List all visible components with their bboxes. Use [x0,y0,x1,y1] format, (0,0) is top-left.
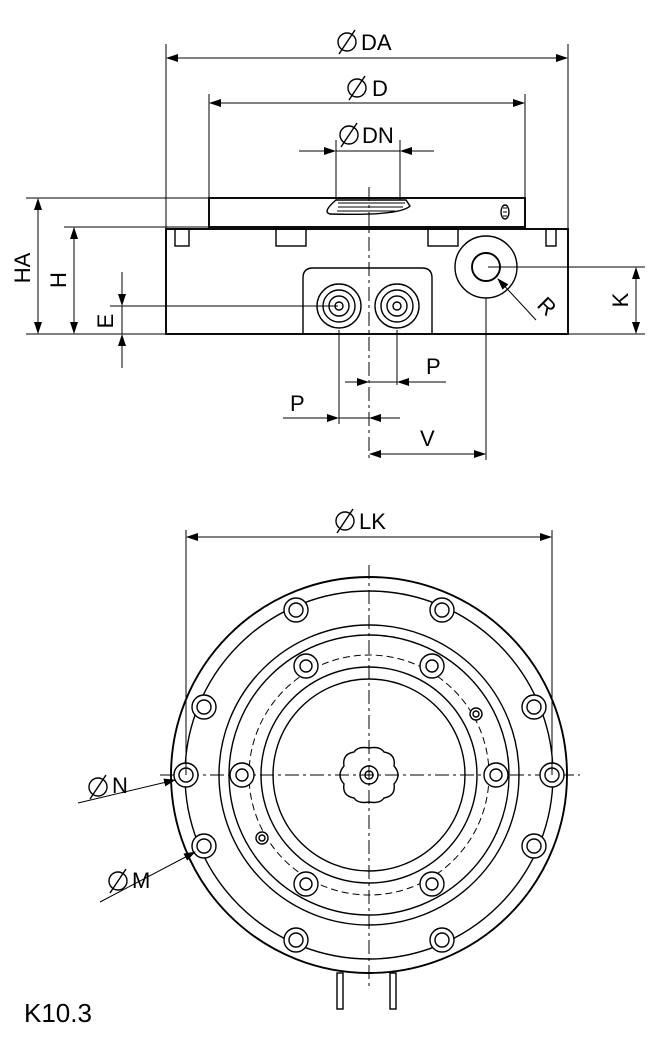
dim-E-label: E [93,314,118,329]
plate-screw [500,204,510,220]
bottom-pins [336,972,397,1010]
inner-bolt-holes [229,653,509,897]
dim-DA-label: DA [337,29,392,55]
dim-DN-label: DN [339,122,394,148]
top-plate [208,197,526,228]
dim-N [77,778,176,804]
svg-text:DA: DA [361,30,392,55]
dim-V-label: V [420,426,435,451]
center-nipple [339,746,399,804]
dim-R [497,278,537,321]
figure-label: K10.3 [24,998,92,1028]
dim-D-label: D [347,75,388,101]
dim-LK-label: LK [335,508,386,534]
fitting-right [374,283,420,329]
svg-text:M: M [132,868,150,893]
dim-M [99,851,196,903]
dim-HA-label: HA [10,252,35,283]
svg-text:DN: DN [362,123,394,148]
dim-N-label: N [88,773,128,800]
connector-block [302,267,433,334]
dim-P-lower-label: P [290,391,305,416]
side-view: DA D DN HA H E [10,29,645,460]
dim-H-label: H [46,272,71,288]
svg-text:D: D [372,76,388,101]
dim-M-label: M [108,868,150,894]
key-slot [326,199,411,216]
main-body [165,228,569,335]
dim-K-label: K [608,292,633,307]
svg-text:N: N [112,773,128,798]
dim-R-label: R [532,292,561,321]
svg-text:LK: LK [359,509,386,534]
dim-P-upper-label: P [426,354,441,379]
top-view: LK N M [77,508,580,1010]
